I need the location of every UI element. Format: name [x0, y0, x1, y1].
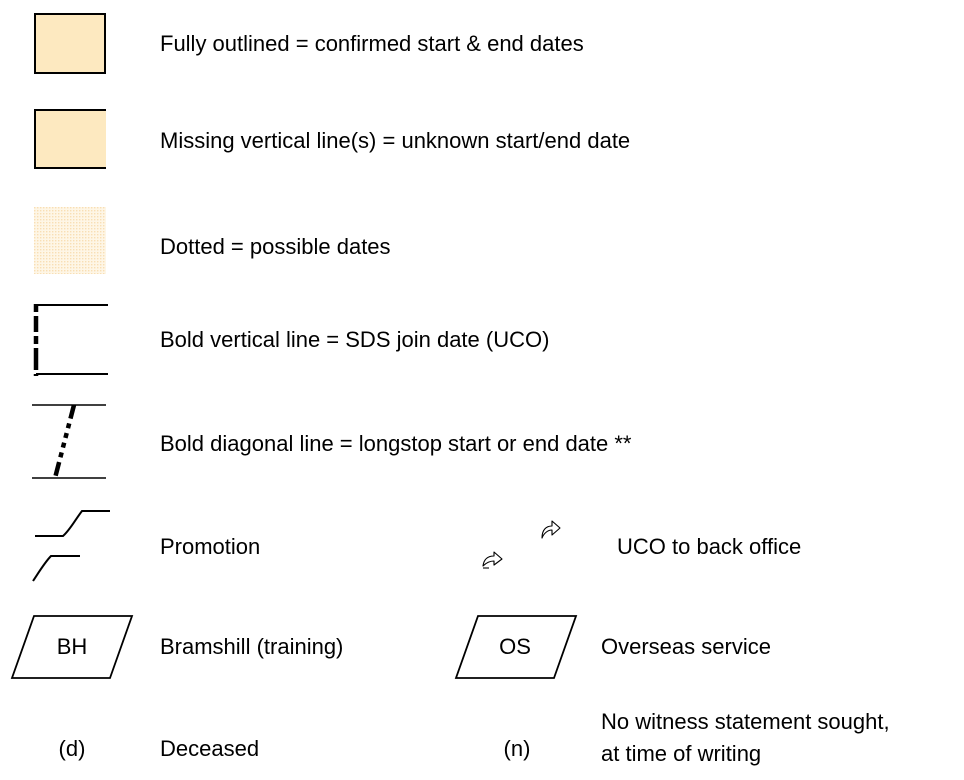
legend-overseas-label: Overseas service — [601, 634, 771, 659]
no-statement-symbol: (n) — [503, 736, 531, 761]
legend-deceased-label: Deceased — [160, 736, 260, 761]
legend-promotion-label: Promotion — [160, 534, 261, 559]
legend-uco-back-office-label: UCO to back office — [617, 534, 802, 559]
legend-no-statement-label-line2: at time of writing — [601, 741, 762, 766]
bramshill-parallelogram-icon — [10, 615, 134, 679]
fully-outlined-box-icon — [34, 13, 106, 74]
legend-no-statement-label-line1: No witness statement sought, — [601, 709, 890, 734]
overseas-code: OS — [499, 634, 531, 659]
promotion-icon — [32, 510, 110, 582]
curved-arrow-icon — [541, 520, 561, 539]
legend-bold-vertical-label: Bold vertical line = SDS join date (UCO) — [160, 327, 550, 352]
overseas-parallelogram-icon — [454, 615, 578, 679]
bold-vertical-line-icon — [33, 304, 108, 376]
legend-missing-vertical-label: Missing vertical line(s) = unknown start… — [160, 128, 631, 153]
deceased-symbol: (d) — [58, 736, 86, 761]
legend-dotted-label: Dotted = possible dates — [160, 234, 391, 259]
legend-bold-diagonal-label: Bold diagonal line = longstop start or e… — [160, 431, 632, 456]
legend-fully-outlined-label: Fully outlined = confirmed start & end d… — [160, 31, 584, 56]
bold-diagonal-line-icon — [32, 404, 106, 479]
legend-bramshill-label: Bramshill (training) — [160, 634, 344, 659]
curved-arrow-icon — [482, 551, 503, 569]
bramshill-code: BH — [56, 634, 88, 659]
missing-vertical-box-icon — [34, 109, 106, 169]
dotted-box-icon — [34, 207, 106, 274]
